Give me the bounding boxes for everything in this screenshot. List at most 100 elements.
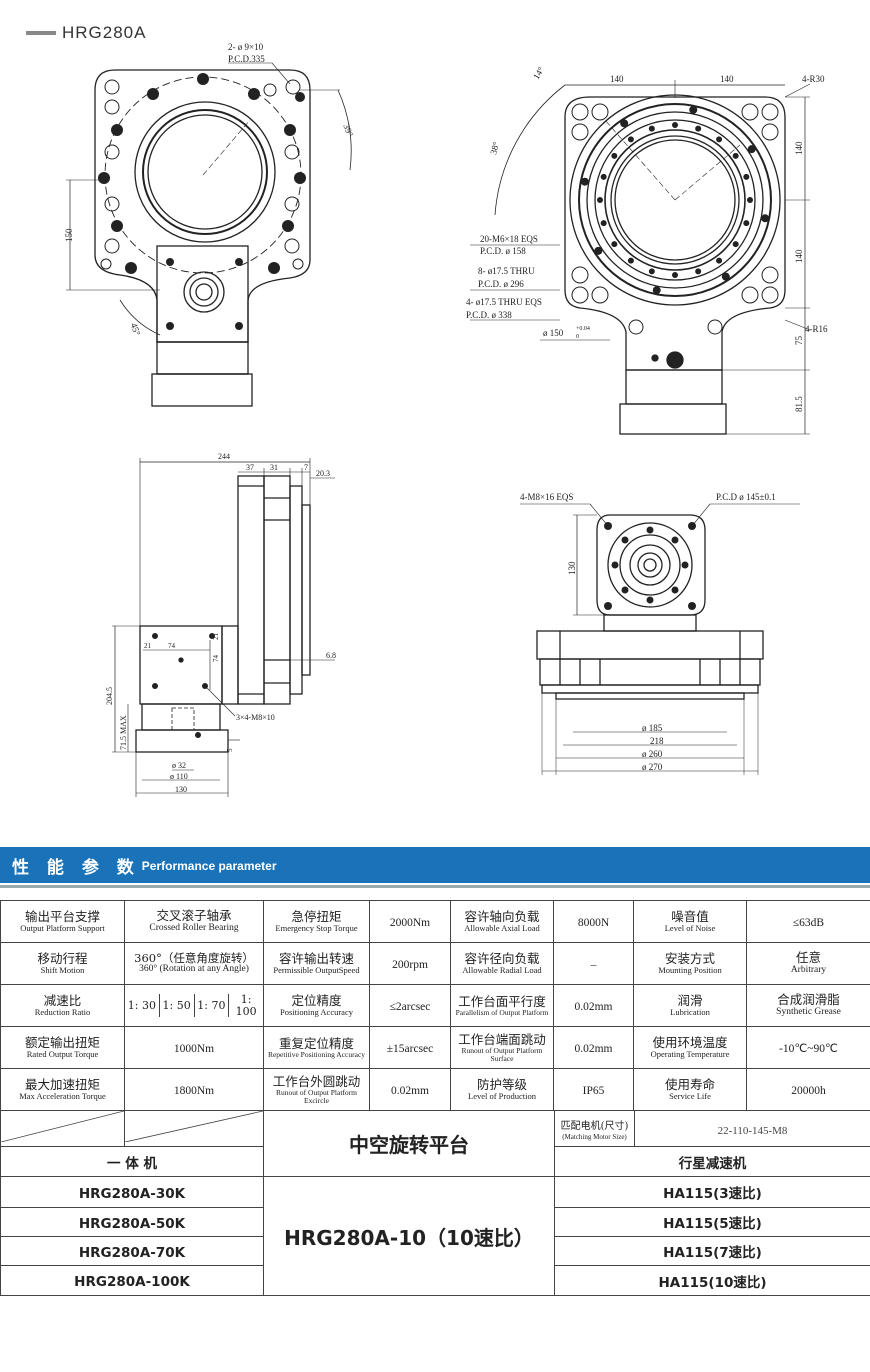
svg-text:ø 150: ø 150	[543, 328, 564, 338]
svg-text:74: 74	[212, 655, 220, 663]
bolt-hole	[716, 136, 723, 143]
svg-text:+0.04: +0.04	[576, 326, 590, 332]
svg-text:74: 74	[168, 642, 176, 650]
svg-text:71.5 MAX: 71.5 MAX	[119, 715, 128, 750]
bolt-hole	[627, 257, 634, 264]
spec-value: 2000Nm	[369, 900, 451, 943]
technical-drawings: 2- ø 9×10 P.C.D.335 39° 150 45° 140 140 …	[64, 42, 828, 797]
spec-value: IP65	[553, 1068, 634, 1111]
svg-text:5: 5	[226, 748, 234, 752]
bolt-hole	[695, 125, 702, 132]
spec-value: 1000Nm	[124, 1026, 264, 1069]
right-head: 行星减速机	[554, 1146, 870, 1177]
table-row: 中空旋转平台 匹配电机(尺寸)(Matching Motor Size) 22-…	[0, 1110, 870, 1177]
thru-hole	[761, 214, 770, 223]
front-view-right	[470, 80, 811, 435]
spec-value: 0.02mm	[369, 1068, 451, 1111]
svg-text:38°: 38°	[488, 140, 501, 155]
svg-text:81.5: 81.5	[794, 396, 804, 412]
bolt-hole	[695, 268, 702, 275]
svg-text:3×4-M8×10: 3×4-M8×10	[236, 713, 275, 722]
list-item: HRG280A-70K	[0, 1236, 264, 1266]
thru-hole	[747, 145, 756, 154]
title-dash	[26, 31, 56, 35]
svg-text:ø 270: ø 270	[642, 762, 663, 772]
list-item: HA115(3速比)	[554, 1176, 870, 1208]
bolt-hole	[716, 257, 723, 264]
svg-text:ø 32: ø 32	[172, 761, 186, 770]
svg-text:20-M6×18 EQS: 20-M6×18 EQS	[480, 234, 538, 244]
svg-text:ø 260: ø 260	[642, 749, 663, 759]
spec-value: 360°（任意角度旋转）360° (Rotation at any Angle)	[124, 942, 264, 985]
svg-text:140: 140	[610, 74, 624, 84]
svg-text:37: 37	[246, 463, 254, 472]
center-title: 中空旋转平台	[263, 1110, 555, 1177]
front-view-left	[66, 62, 352, 407]
bolt-hole	[732, 241, 739, 248]
svg-text:140: 140	[794, 141, 804, 155]
bottom-view	[520, 503, 800, 775]
svg-text:20.3: 20.3	[316, 469, 330, 478]
svg-text:31: 31	[270, 463, 278, 472]
svg-text:0: 0	[576, 334, 579, 340]
svg-text:P.C.D. ø 338: P.C.D. ø 338	[466, 310, 512, 320]
spec-value: ≤63dB	[746, 900, 870, 943]
spec-value: –	[553, 942, 634, 985]
table-row: HRG280A-100K HA115(10速比)	[0, 1265, 870, 1296]
svg-text:P.C.D. ø 296: P.C.D. ø 296	[478, 279, 524, 289]
list-item: HRG280A-30K	[0, 1176, 264, 1208]
svg-text:P.C.D.335: P.C.D.335	[228, 54, 265, 64]
bolt-hole	[732, 152, 739, 159]
svg-text:21: 21	[144, 642, 152, 650]
svg-text:140: 140	[720, 74, 734, 84]
bolt-hole	[611, 241, 618, 248]
svg-text:150: 150	[64, 228, 74, 242]
svg-text:4-R16: 4-R16	[805, 324, 828, 334]
svg-text:39°: 39°	[341, 123, 355, 139]
model-title: HRG280A	[62, 23, 147, 42]
bolt-hole	[648, 125, 655, 132]
bolt-hole	[648, 268, 655, 275]
thru-hole	[721, 272, 730, 281]
spec-value: 8000N	[553, 900, 634, 943]
perf-title-cn: 性 能 参 数	[12, 857, 140, 878]
svg-text:45°: 45°	[129, 322, 143, 338]
model-title-bar: HRG280A	[26, 22, 146, 44]
performance-header: 性 能 参 数 Performance parameter	[0, 847, 870, 883]
list-item: HA115(7速比)	[554, 1236, 870, 1266]
center-model: HRG280A-10（10速比）	[263, 1176, 555, 1296]
svg-text:140: 140	[794, 249, 804, 263]
spec-value: 0.02mm	[553, 984, 634, 1027]
svg-text:P.C.D. ø 158: P.C.D. ø 158	[480, 246, 526, 256]
svg-text:244: 244	[218, 452, 230, 461]
list-item: HA115(5速比)	[554, 1207, 870, 1237]
left-head: 一 体 机	[0, 1146, 264, 1177]
motor-label: 匹配电机(尺寸)(Matching Motor Size)	[554, 1110, 635, 1147]
svg-text:4- ø17.5 THRU EQS: 4- ø17.5 THRU EQS	[466, 297, 542, 307]
bolt-hole	[743, 173, 750, 180]
thru-hole	[652, 286, 661, 295]
svg-text:75: 75	[794, 336, 804, 346]
table-row: HRG280A-70K HA115(7速比)	[0, 1236, 870, 1266]
spec-value: 1800Nm	[124, 1068, 264, 1111]
ratio-30: 1: 30	[127, 998, 156, 1012]
perf-title-en: Performance parameter	[141, 858, 277, 873]
ratio-70: 1: 70	[193, 993, 229, 1018]
